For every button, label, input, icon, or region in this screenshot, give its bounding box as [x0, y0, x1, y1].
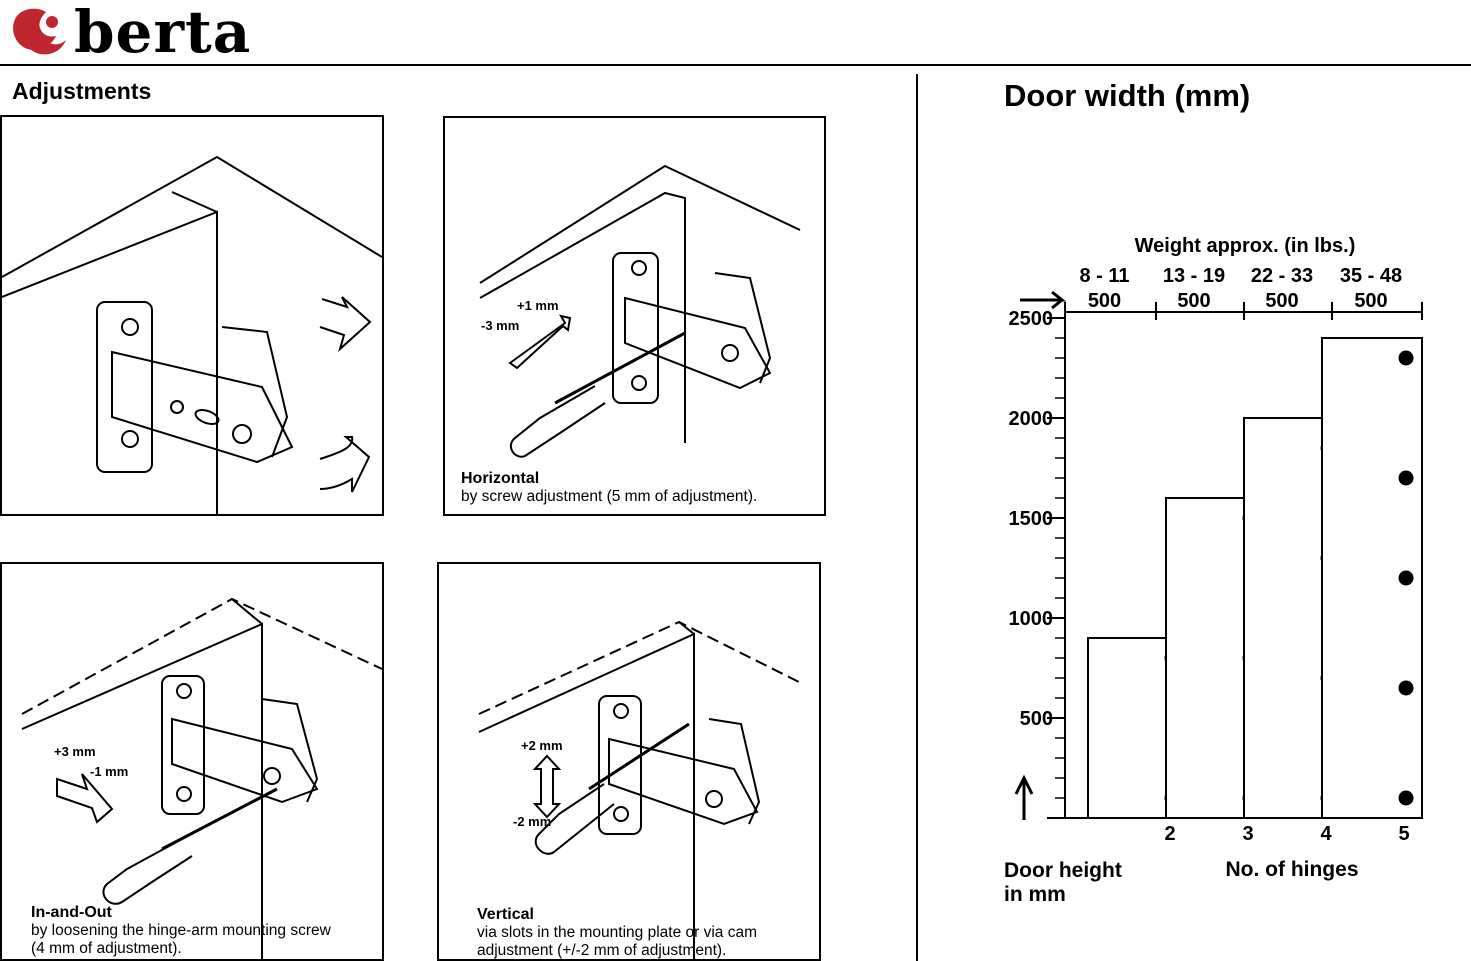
panel-vertical: +2 mm -2 mm Vertical via slots in the mo… — [437, 562, 821, 961]
width-label: 500 — [1354, 290, 1387, 312]
y-axis-label-line1: Door height — [1004, 859, 1122, 882]
hinge-dot — [1398, 570, 1414, 586]
header-rule — [0, 64, 1471, 66]
in-out-arrow — [56, 773, 114, 824]
in-out-minus-label: -1 mm — [90, 764, 128, 779]
x-tick-label: 2 — [1164, 823, 1175, 845]
in-out-plus-label: +3 mm — [54, 744, 96, 759]
weight-label: 22 - 33 — [1251, 265, 1313, 287]
vertical-description-line1: via slots in the mounting plate or via c… — [477, 924, 757, 941]
vertical-title: Vertical — [477, 906, 534, 923]
y-tick-label: 1000 — [1009, 608, 1054, 630]
width-label: 500 — [1265, 290, 1298, 312]
horizontal-minus-label: -3 mm — [481, 318, 519, 333]
x-axis-label: No. of hinges — [1226, 858, 1359, 881]
hinge-depth-illustration — [2, 155, 382, 514]
width-label: 500 — [1177, 290, 1210, 312]
y-tick-label: 2500 — [1009, 308, 1054, 330]
mounting-plate — [96, 301, 153, 473]
in-out-description-line1: by loosening the hinge-arm mounting scre… — [31, 922, 331, 939]
horizontal-arrow — [508, 314, 572, 370]
hinge-dot — [1398, 790, 1414, 806]
brand-name: berta — [74, 0, 252, 66]
horizontal-plus-label: +1 mm — [517, 298, 559, 313]
hinge-horizontal-illustration: +1 mm -3 mm — [479, 164, 801, 458]
y-tick-label: 1500 — [1009, 508, 1054, 530]
chart-title: Door width (mm) — [1004, 78, 1251, 113]
hinge-dot — [1398, 470, 1414, 486]
x-tick-label: 5 — [1398, 823, 1409, 845]
vertical-plus-label: +2 mm — [521, 738, 563, 753]
width-arrow-icon — [1020, 290, 1067, 310]
hinge-dot — [1398, 680, 1414, 696]
hinge-dot — [1398, 350, 1414, 366]
panel-depth — [0, 115, 384, 516]
brand-logo: berta — [8, 2, 251, 62]
x-tick-label: 4 — [1320, 823, 1332, 845]
x-tick-label: 3 — [1242, 823, 1253, 845]
y-axis-label-line2: in mm — [1004, 883, 1066, 906]
panel-horizontal: +1 mm -3 mm Horizontal by screw adjustme… — [443, 116, 826, 516]
vertical-arrow — [532, 754, 562, 819]
hinge-vertical-illustration: +2 mm -2 mm — [478, 620, 800, 959]
vertical-description-line2: adjustment (+/-2 mm of adjustment). — [477, 942, 727, 959]
vertical-divider — [916, 74, 918, 961]
berta-logo-icon — [13, 8, 66, 55]
vertical-minus-label: -2 mm — [513, 814, 551, 829]
weight-label: 35 - 48 — [1340, 265, 1402, 287]
weight-label: 13 - 19 — [1163, 265, 1225, 287]
section-title: Adjustments — [12, 78, 152, 104]
weight-header: Weight approx. (in lbs.) — [1135, 235, 1356, 257]
in-out-description-line2: (4 mm of adjustment). — [31, 940, 182, 957]
height-arrow-icon — [1014, 774, 1034, 820]
y-tick-label: 500 — [1020, 708, 1053, 730]
y-tick-label: 2000 — [1009, 408, 1054, 430]
weight-label: 8 - 11 — [1079, 265, 1129, 287]
horizontal-title: Horizontal — [461, 470, 540, 487]
horizontal-description: by screw adjustment (5 mm of adjustment)… — [461, 488, 758, 505]
hinge-in-out-illustration: +3 mm -1 mm — [21, 597, 382, 959]
width-label: 500 — [1088, 290, 1121, 312]
panel-in-out: +3 mm -1 mm In-and-Out by loosening the … — [0, 562, 384, 961]
depth-arrows — [319, 296, 372, 493]
in-out-title: In-and-Out — [31, 904, 112, 921]
